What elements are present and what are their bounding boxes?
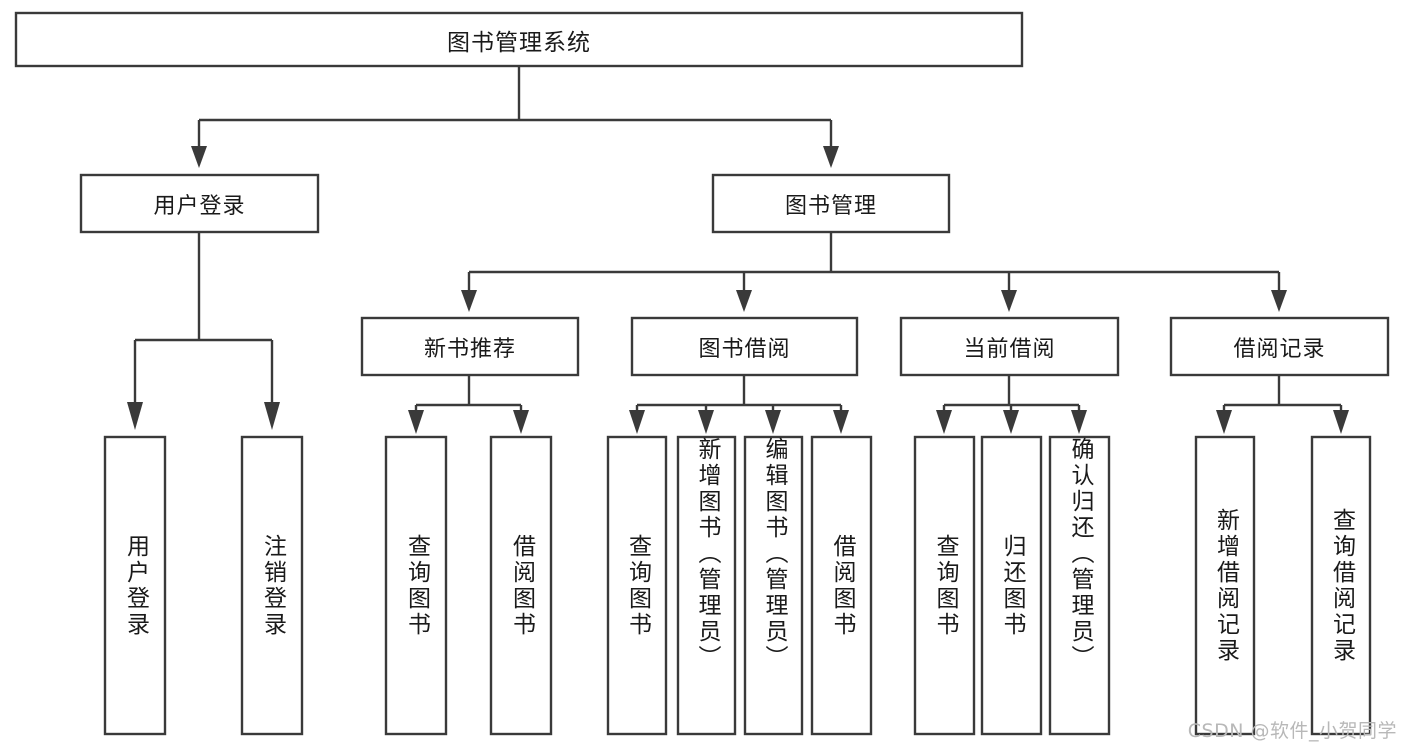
node-book-manage[interactable] bbox=[711, 173, 951, 234]
node-leaf-confirm-return-admin[interactable] bbox=[1048, 435, 1111, 736]
node-leaf-borrow-book-2[interactable] bbox=[810, 435, 873, 736]
connector-userlogin-to-leaves bbox=[127, 232, 280, 430]
node-current-borrow[interactable] bbox=[899, 316, 1120, 377]
connector-newbook-to-leaves bbox=[408, 375, 529, 434]
node-leaf-return-book[interactable] bbox=[980, 435, 1043, 736]
node-leaf-query-book-1[interactable] bbox=[384, 435, 448, 736]
node-borrow-record[interactable] bbox=[1169, 316, 1390, 377]
connector-currentborrow-to-leaves bbox=[936, 375, 1087, 434]
connector-root-to-level2 bbox=[191, 66, 839, 168]
node-leaf-add-book-admin[interactable] bbox=[676, 435, 737, 736]
node-leaf-query-book-2[interactable] bbox=[606, 435, 668, 736]
node-user-login[interactable] bbox=[79, 173, 320, 234]
connector-bookmanage-to-level3 bbox=[461, 232, 1287, 312]
node-root-book-management-system[interactable] bbox=[14, 11, 1024, 68]
watermark-text: CSDN @软件_小贺同学 bbox=[1187, 720, 1397, 742]
node-leaf-query-borrow-record[interactable] bbox=[1310, 435, 1372, 736]
node-new-book-recommend[interactable] bbox=[360, 316, 580, 377]
node-leaf-add-borrow-record[interactable] bbox=[1194, 435, 1256, 736]
node-leaf-query-book-3[interactable] bbox=[913, 435, 976, 736]
node-book-borrow[interactable] bbox=[630, 316, 859, 377]
connector-borrowrecord-to-leaves bbox=[1216, 375, 1349, 434]
node-leaf-edit-book-admin[interactable] bbox=[743, 435, 804, 736]
node-leaf-borrow-book-1[interactable] bbox=[489, 435, 553, 736]
node-leaf-logout-login[interactable] bbox=[240, 435, 304, 736]
node-leaf-user-login[interactable] bbox=[103, 435, 167, 736]
connector-bookborrow-to-leaves bbox=[629, 375, 849, 434]
